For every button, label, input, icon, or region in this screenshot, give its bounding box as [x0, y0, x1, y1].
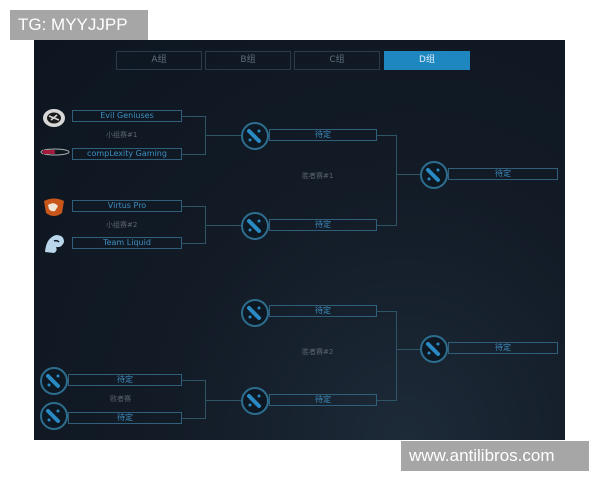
team-slot-team-liquid[interactable]: Team Liquid: [72, 237, 182, 249]
connector-line: [182, 243, 206, 244]
dota-placeholder-icon: [420, 161, 448, 189]
watermark-bottom: www.antilibros.com: [401, 441, 589, 471]
connector-line: [182, 116, 206, 117]
connector-line: [182, 154, 206, 155]
tab-group-d[interactable]: D组: [384, 51, 470, 70]
match-label-group-2: 小组赛#2: [106, 221, 138, 229]
winner-slot-r2m2-top[interactable]: 待定: [269, 305, 377, 317]
dota-placeholder-icon: [40, 402, 68, 430]
tab-group-c[interactable]: C组: [294, 51, 380, 70]
connector-line: [396, 349, 420, 350]
dota-placeholder-icon: [420, 335, 448, 363]
virtus-pro-logo-icon: [42, 197, 66, 217]
match-label-group-1: 小组赛#1: [106, 131, 138, 139]
loser-slot-top[interactable]: 待定: [68, 374, 182, 386]
connector-line: [396, 311, 397, 401]
dota-placeholder-icon: [241, 212, 269, 240]
match-label-winners-2: 胜者赛#2: [302, 348, 334, 356]
match-label-losers: 败者赛: [110, 395, 131, 403]
dota-placeholder-icon: [40, 367, 68, 395]
connector-line: [182, 418, 206, 419]
connector-line: [396, 174, 420, 175]
watermark-top: TG: MYYJJPP: [10, 10, 148, 40]
evil-geniuses-logo-icon: [42, 108, 66, 128]
dota-placeholder-icon: [241, 299, 269, 327]
dota-placeholder-icon: [241, 387, 269, 415]
connector-line: [205, 400, 241, 401]
loser-slot-bottom[interactable]: 待定: [68, 412, 182, 424]
final-slot-2[interactable]: 待定: [448, 342, 558, 354]
complexity-logo-icon: [40, 146, 70, 158]
connector-line: [396, 135, 397, 226]
match-label-winners-1: 胜者赛#1: [302, 172, 334, 180]
team-slot-virtus-pro[interactable]: Virtus Pro: [72, 200, 182, 212]
connector-line: [377, 225, 397, 226]
connector-line: [182, 380, 206, 381]
winner-slot-r2m1-top[interactable]: 待定: [269, 129, 377, 141]
connector-line: [205, 225, 241, 226]
connector-line: [205, 380, 206, 419]
bracket-panel: A组 B组 C组 D组 Evil Geniuses 小组赛#1 compLexi…: [34, 40, 565, 440]
connector-line: [205, 135, 241, 136]
tab-group-b[interactable]: B组: [205, 51, 291, 70]
team-liquid-logo-icon: [42, 232, 66, 253]
dota-placeholder-icon: [241, 122, 269, 150]
team-slot-evil-geniuses[interactable]: Evil Geniuses: [72, 110, 182, 122]
tab-group-a[interactable]: A组: [116, 51, 202, 70]
connector-line: [377, 400, 397, 401]
winner-slot-r2m2-bottom[interactable]: 待定: [269, 394, 377, 406]
team-slot-complexity-gaming[interactable]: compLexity Gaming: [72, 148, 182, 160]
connector-line: [182, 206, 206, 207]
connector-line: [377, 135, 397, 136]
winner-slot-r2m1-bottom[interactable]: 待定: [269, 219, 377, 231]
final-slot-1[interactable]: 待定: [448, 168, 558, 180]
connector-line: [377, 311, 397, 312]
